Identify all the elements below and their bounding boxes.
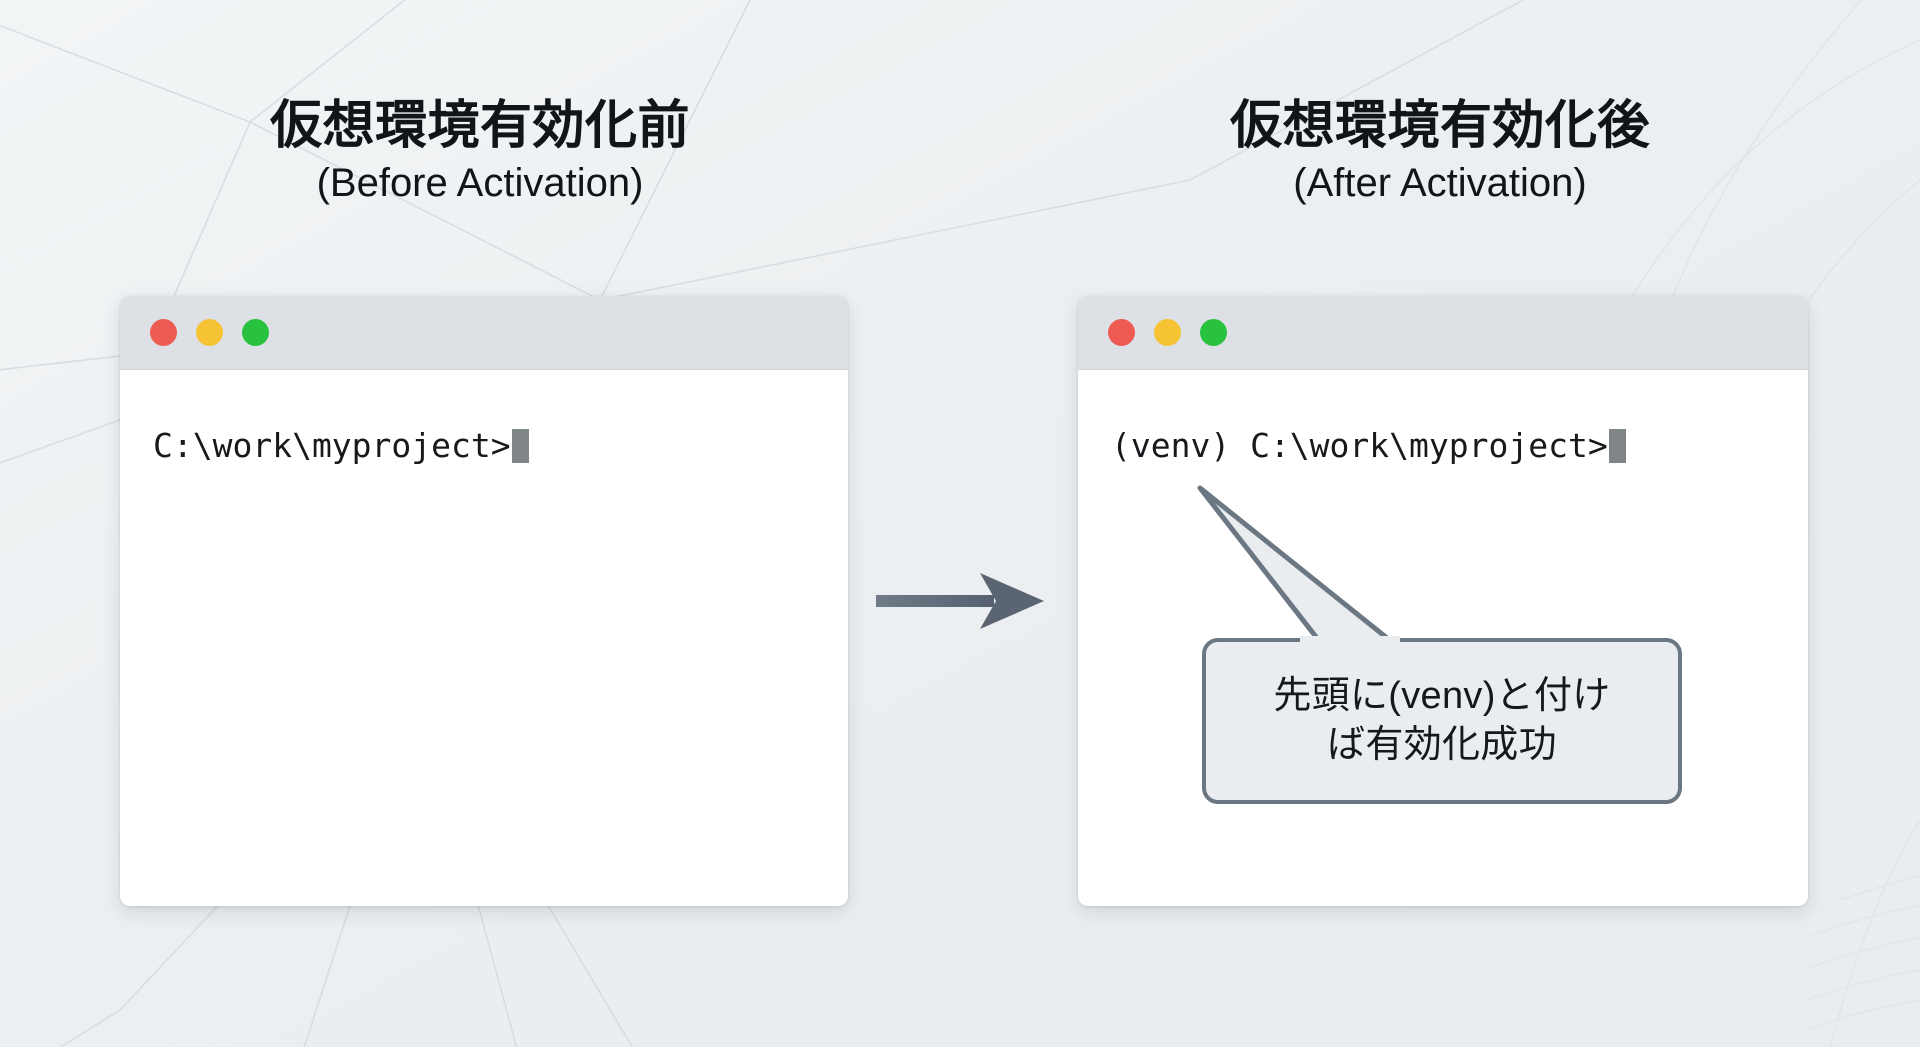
terminal-window-before[interactable]: C:\work\myproject>	[120, 296, 848, 906]
prompt-text-after: (venv) C:\work\myproject>	[1111, 426, 1608, 465]
cursor-block-icon	[1608, 428, 1626, 463]
zoom-dot-icon[interactable]	[1200, 319, 1227, 346]
title-bar-after[interactable]	[1078, 296, 1808, 370]
transition-arrow-icon	[876, 573, 1044, 629]
close-dot-icon[interactable]	[150, 319, 177, 346]
callout-bubble: 先頭に(venv)と付け ば有効化成功	[1202, 638, 1682, 804]
panel-heading-before: 仮想環境有効化前 (Before Activation)	[110, 98, 850, 205]
panel-heading-after-en: (After Activation)	[1293, 161, 1587, 206]
prompt-line-before: C:\work\myproject>	[153, 426, 848, 465]
terminal-body-before[interactable]: C:\work\myproject>	[120, 370, 848, 906]
prompt-line-after: (venv) C:\work\myproject>	[1111, 426, 1808, 465]
minimize-dot-icon[interactable]	[1154, 319, 1181, 346]
callout-tail-icon	[1197, 485, 1400, 656]
prompt-text-before: C:\work\myproject>	[153, 426, 511, 465]
panel-heading-after-jp: 仮想環境有効化後	[1229, 97, 1650, 155]
panel-heading-before-jp: 仮想環境有効化前	[269, 97, 690, 155]
zoom-dot-icon[interactable]	[242, 319, 269, 346]
cursor-block-icon	[511, 428, 529, 463]
minimize-dot-icon[interactable]	[196, 319, 223, 346]
panel-heading-before-en: (Before Activation)	[316, 161, 644, 206]
callout-text: 先頭に(venv)と付け ば有効化成功	[1273, 675, 1611, 766]
close-dot-icon[interactable]	[1108, 319, 1135, 346]
panel-heading-after: 仮想環境有効化後 (After Activation)	[1070, 98, 1810, 205]
title-bar-before[interactable]	[120, 296, 848, 370]
